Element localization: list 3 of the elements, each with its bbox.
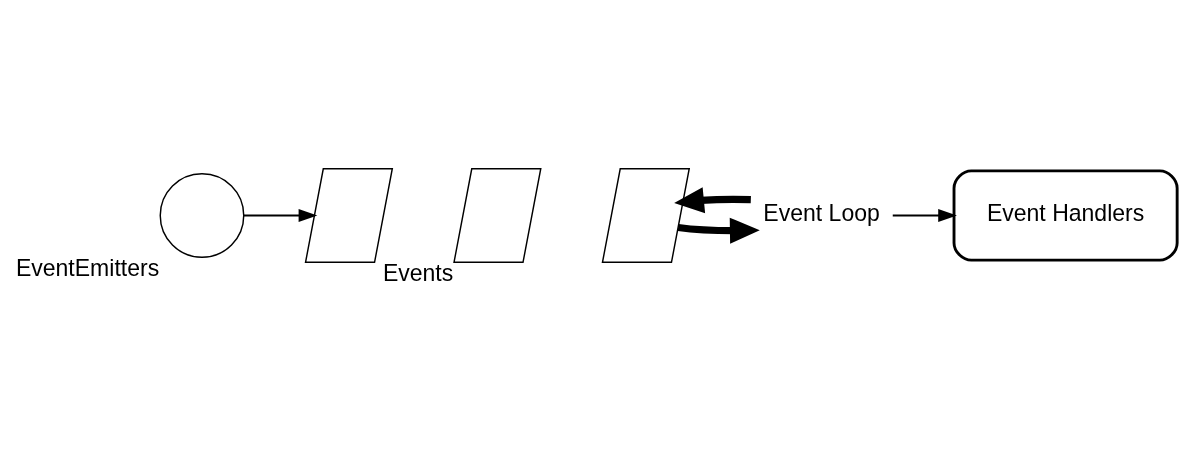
node-text: Event Loop	[763, 199, 880, 226]
node-label: Events	[382, 259, 454, 286]
node-label: EventEmitters	[15, 254, 160, 281]
